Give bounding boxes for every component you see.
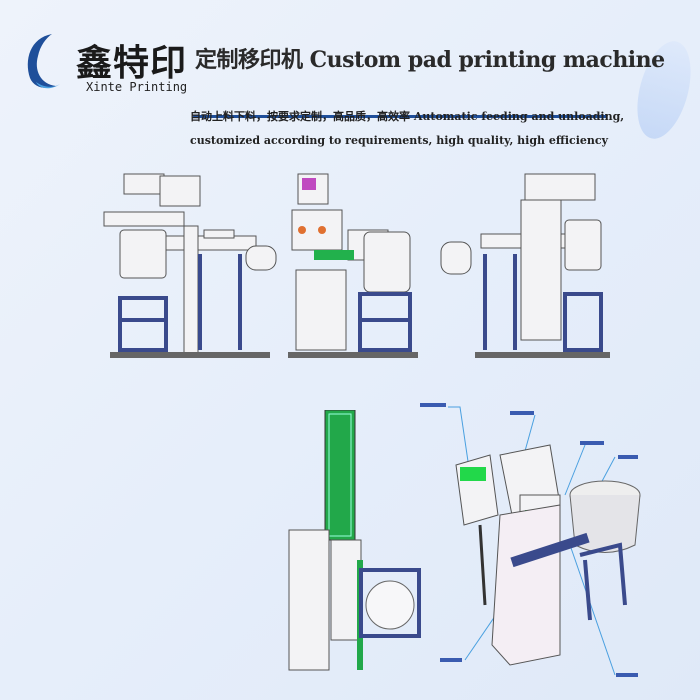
brand-name-cn: 鑫特印 — [76, 43, 188, 84]
page-title: 定制移印机 Custom pad printing machine — [195, 47, 665, 73]
machine-side-view — [288, 173, 418, 358]
brand-logo — [27, 34, 60, 89]
machine-top-view — [288, 410, 421, 671]
brand-name-en: Xinte Printing — [86, 80, 188, 94]
title-underline — [193, 115, 607, 118]
machine-front-view-left — [103, 173, 277, 358]
machine-front-view-right — [440, 173, 610, 358]
machine-isometric-view — [420, 403, 641, 677]
subtitle-line-2: customized according to requirements, hi… — [190, 134, 609, 147]
subtitle-line-1: 自动上料下料，按要求定制，高品质，高效率 Automatic feeding a… — [190, 110, 625, 123]
